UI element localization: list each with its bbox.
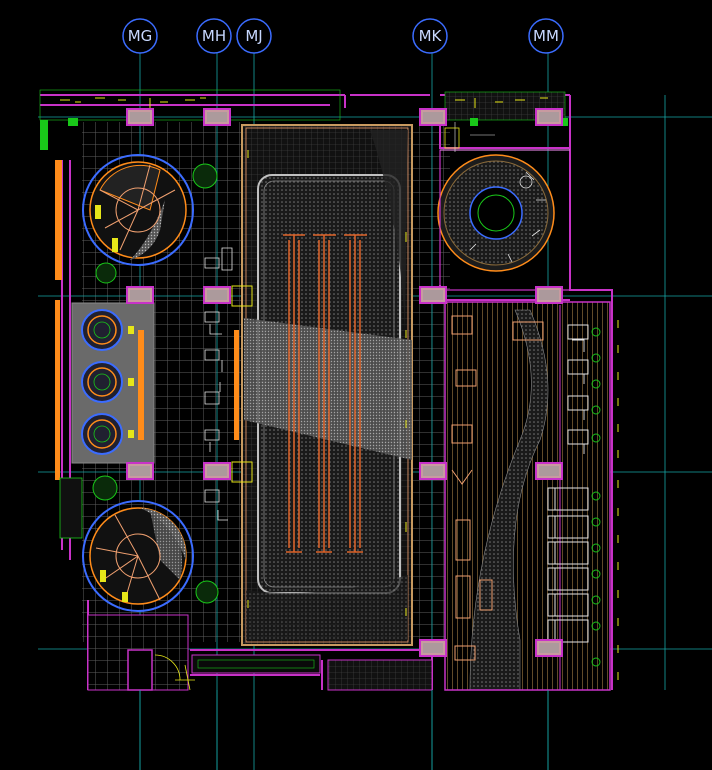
column-fill-hatch: [130, 112, 559, 653]
grid-label-mh: MH: [202, 27, 226, 45]
lower-grid-extension: [139, 690, 549, 770]
round-spa-upper: [82, 154, 194, 266]
grid-label-mk: MK: [419, 27, 443, 45]
bottom-deck: [191, 654, 433, 691]
grid-bubble-mk: MK: [412, 18, 448, 54]
grid-bubble-mg: MG: [122, 18, 158, 54]
spa-tub-row: [71, 302, 155, 464]
pool-side-yellow-marks: [231, 285, 253, 483]
pool-edge-tick-marks: [247, 150, 407, 616]
pool-side-loungers-left: [204, 247, 233, 521]
right-upper-room: [439, 122, 571, 291]
grid-axis-bubbles: MG MH MJ MK MM: [122, 18, 564, 54]
gym-equipment-left: [451, 315, 544, 661]
grid-bubble-mh: MH: [196, 18, 232, 54]
orange-strip-accents: [55, 160, 239, 480]
round-spa-right: [437, 154, 555, 272]
grid-bubble-mm: MM: [528, 18, 564, 54]
planter-circles: [92, 163, 219, 604]
grid-label-mm: MM: [533, 27, 559, 45]
round-spa-lower: [82, 500, 194, 612]
gym-green-markers: [591, 327, 601, 667]
grid-label-mj: MJ: [245, 27, 262, 45]
gym-machines-right-column: [567, 324, 589, 454]
swimming-pool: [241, 124, 413, 646]
left-lower-rooms: [59, 477, 195, 691]
grid-label-mg: MG: [128, 27, 153, 45]
gym-floor: [444, 301, 611, 691]
grid-bubble-mj: MJ: [236, 18, 272, 54]
treadmill-row: [547, 487, 589, 643]
